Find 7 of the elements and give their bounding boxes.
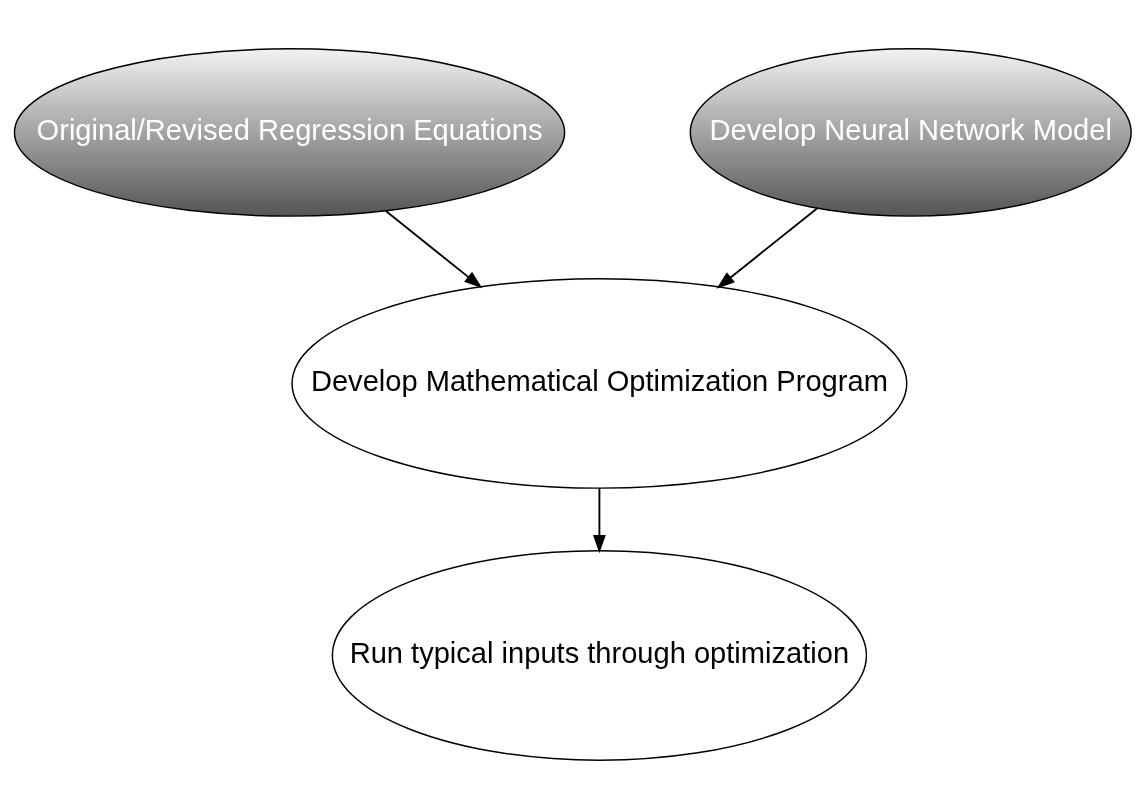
arrow [592, 487, 606, 553]
node-ellipse: Develop Neural Network Model [689, 47, 1132, 217]
arrow [716, 206, 819, 289]
arrow [384, 209, 483, 288]
node-ellipse: Original/Revised Regression Equations [13, 47, 566, 217]
node-ellipse: Develop Mathematical Optimization Program [291, 277, 908, 489]
node-ellipse: Run typical inputs through optimization [331, 549, 868, 761]
